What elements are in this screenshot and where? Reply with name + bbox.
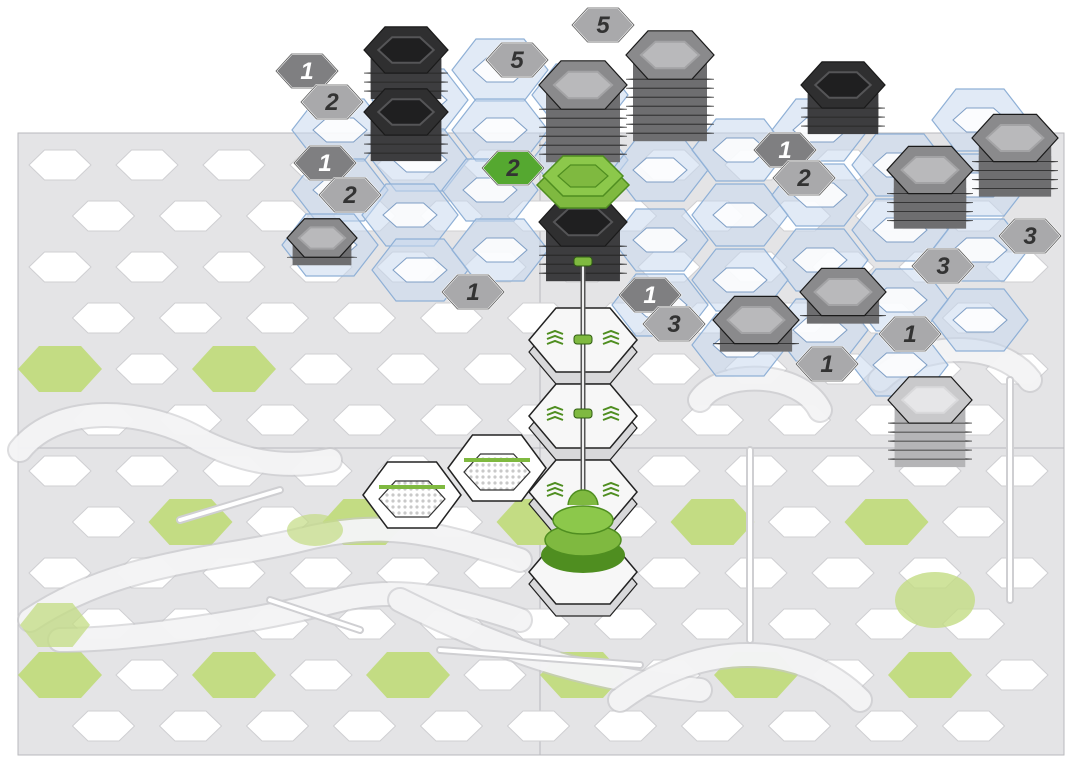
faded-green-spiral-right bbox=[895, 572, 975, 628]
height-tag-tag-1-a: 1 bbox=[276, 54, 338, 88]
stack-top-inner bbox=[902, 157, 959, 183]
tag-number: 2 bbox=[796, 165, 811, 192]
stack-top-inner bbox=[728, 307, 785, 333]
stack-grey-right-a bbox=[887, 146, 973, 228]
tag-number: 1 bbox=[903, 321, 916, 348]
rod-connector-0 bbox=[574, 257, 592, 266]
stack-top-inner bbox=[378, 37, 433, 62]
tag-number: 1 bbox=[300, 58, 313, 85]
tag-number: 3 bbox=[936, 253, 950, 280]
stack-grey-tall-right bbox=[626, 31, 714, 141]
tag-number: 3 bbox=[667, 311, 681, 338]
tag-number: 1 bbox=[318, 150, 331, 177]
stack-top-inner bbox=[641, 42, 699, 69]
stack-dark-left-2 bbox=[364, 89, 448, 161]
stack-top-inner bbox=[815, 279, 872, 305]
tag-number: 1 bbox=[820, 351, 833, 378]
tag-number: 1 bbox=[643, 282, 656, 309]
stack-top-inner bbox=[299, 227, 345, 248]
stack-top-inner bbox=[902, 387, 957, 412]
tag-number: 5 bbox=[510, 47, 524, 74]
stack-top-inner bbox=[554, 209, 612, 236]
height-tag-tag-5-a: 5 bbox=[572, 8, 634, 42]
tag-number: 5 bbox=[596, 12, 610, 39]
stack-light-bottom-right bbox=[888, 377, 972, 467]
stack-grey-tall-center bbox=[539, 61, 627, 162]
stack-dark-top-left bbox=[364, 27, 448, 99]
tag-number: 3 bbox=[1023, 223, 1037, 250]
tag-number: 2 bbox=[505, 155, 520, 182]
stack-top-inner bbox=[378, 99, 433, 124]
rod-connector-1 bbox=[574, 335, 592, 344]
tag-number: 1 bbox=[466, 279, 479, 306]
faded-green-cup bbox=[287, 514, 343, 546]
stack-dark-right bbox=[801, 62, 885, 134]
stack-top-inner bbox=[987, 125, 1044, 151]
tag-number: 2 bbox=[342, 182, 357, 209]
tag-number: 1 bbox=[778, 137, 791, 164]
spiral-ring-2 bbox=[553, 506, 613, 534]
tag-number: 2 bbox=[324, 89, 339, 116]
stack-grey-right-b bbox=[972, 114, 1058, 196]
rod-connector-2 bbox=[574, 409, 592, 418]
stack-grey-small-left bbox=[287, 219, 357, 266]
stack-top-inner bbox=[554, 72, 612, 99]
stack-top-inner bbox=[815, 72, 870, 97]
